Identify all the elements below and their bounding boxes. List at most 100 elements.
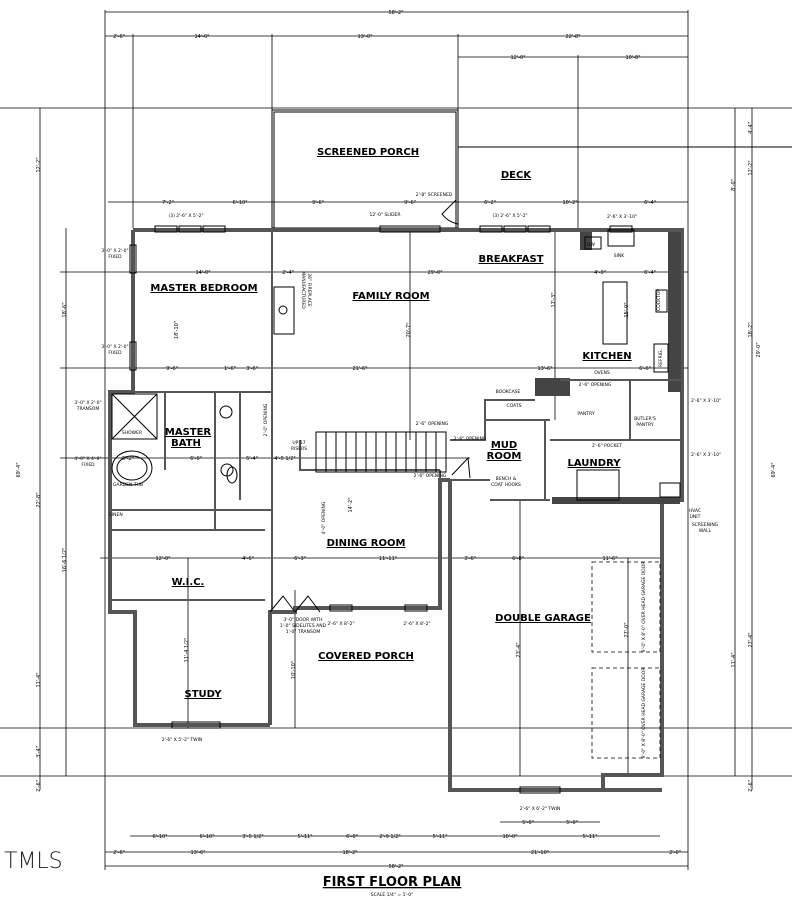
dimension-label: 18'-2" <box>748 322 754 337</box>
dimension-label: 4'-4" <box>748 122 754 134</box>
dimension-label: 2'-4" <box>282 270 294 276</box>
dimension-label: 9'-6" <box>312 200 324 206</box>
dimension-label: 10'-10" <box>291 661 297 679</box>
note: 2'-6" OPENING <box>414 473 447 479</box>
dimension-label: 10'-0" <box>502 834 517 840</box>
dimension-label: 11'-11" <box>379 556 397 562</box>
dimension-label: 5'-0" <box>522 820 534 826</box>
room-mud-room: MUD <box>491 440 517 451</box>
room-covered-porch: COVERED PORCH <box>318 651 414 662</box>
note: 9'-0" X 8'-0" OVER HEAD GARAGE DOOR <box>641 562 647 653</box>
note: RISERS <box>291 446 307 452</box>
room-master-bath: BATH <box>171 438 201 449</box>
note: GARDEN TUB <box>113 482 143 488</box>
dimension-label: 1'-6" <box>224 366 236 372</box>
note: WALL <box>699 528 712 534</box>
note: 2'-6" OPENING <box>416 421 449 427</box>
room-kitchen: KITCHEN <box>582 351 631 362</box>
note: (3) 2'-6" X 5'-2" <box>168 213 203 219</box>
note: 3'-0" X 2'-0" <box>101 344 128 350</box>
note: 3'-0" X 2'-0" <box>101 248 128 254</box>
tmls-logo: TMLS <box>4 849 63 874</box>
note: 4'-0" X 4'-0" <box>74 456 101 462</box>
room-wic: W.I.C. <box>172 577 205 588</box>
room-breakfast: BREAKFAST <box>478 254 543 265</box>
note: FIXED <box>108 254 122 260</box>
dimension-label: 13'-6" <box>190 850 205 856</box>
note: 2'-6" OPENING <box>579 382 612 388</box>
note: 2'-6" POCKET <box>592 443 622 449</box>
room-double-garage: DOUBLE GARAGE <box>495 613 591 624</box>
dimension-label: 6'-8" <box>512 556 524 562</box>
dimension-label: 11'-4" <box>731 652 737 667</box>
dimension-label: 29'-0" <box>427 270 442 276</box>
dimension-label: 18'-2" <box>342 850 357 856</box>
note: 2'-6" X 3'-10" <box>607 214 637 220</box>
dimension-label: 18'-10" <box>174 321 180 339</box>
note: 2'-6" X 3'-10" <box>691 452 721 458</box>
dimension-label: 27'-0" <box>624 622 630 637</box>
note: 2'-6" X 5'-2" TWIN <box>162 737 203 743</box>
dimension-label: 6'-2" <box>484 200 496 206</box>
note: BENCH & <box>496 476 517 482</box>
dimension-label: 5'-11" <box>582 834 597 840</box>
dimension-label: 10'-2" <box>562 200 577 206</box>
note: COOKTOP <box>656 289 662 311</box>
room-screened-porch: SCREENED PORCH <box>317 147 419 158</box>
plan-title: FIRST FLOOR PLAN <box>323 875 462 890</box>
dimension-label: 5'-11" <box>297 834 312 840</box>
note: PANTRY <box>577 411 594 417</box>
room-deck: DECK <box>501 170 532 181</box>
note: 1'-0" SIDELITES AND <box>280 623 327 629</box>
dimension-label: 27'-4" <box>748 632 754 647</box>
dimension-label: 17'-3" <box>551 292 557 307</box>
note: (3) 2'-6" X 5'-2" <box>492 213 527 219</box>
dimension-label: 69'-4" <box>771 462 777 477</box>
dimension-label: 23'-4" <box>516 642 522 657</box>
dimension-label: 58'-2" <box>388 864 403 870</box>
room-laundry: LAUNDRY <box>568 458 622 469</box>
dimension-label: 6'-10" <box>152 834 167 840</box>
note: LINEN <box>109 512 122 518</box>
note: COAT HOOKS <box>491 482 521 488</box>
dimension-label: 2'-6" <box>748 780 754 792</box>
dimension-label: 6'-6" <box>639 366 651 372</box>
note: FIXED <box>81 462 95 468</box>
dimension-label: 2'-9 1/2" <box>379 834 400 840</box>
dimension-label: 13'-6" <box>537 366 552 372</box>
dimension-label: 5'-0" <box>566 820 578 826</box>
dimension-label: 20'-7" <box>406 322 412 337</box>
dimension-label: 8'-0" <box>731 179 737 191</box>
dimension-label: 12'-0" <box>510 55 525 61</box>
dimension-label: 5'-2" <box>122 456 134 462</box>
note: COATS <box>507 403 522 409</box>
dimension-label: 9'-6" <box>166 366 178 372</box>
room-family-room: FAMILY ROOM <box>352 291 429 302</box>
dimension-label: 69'-4" <box>16 462 22 477</box>
windows <box>129 225 633 794</box>
dimension-label: 3'-5 1/2" <box>242 834 263 840</box>
dimension-label: 6'-0" <box>346 834 358 840</box>
dimension-label: 29'-0" <box>756 342 762 357</box>
note: 1'-0" TRANSOM <box>286 629 321 635</box>
dimension-label: 9'-6" <box>404 200 416 206</box>
note: DW <box>587 242 595 248</box>
dimension-label: 11'-4 1/2" <box>184 638 190 663</box>
garage-doors <box>269 456 661 759</box>
note: 3'-0" X 2'-0" <box>74 400 101 406</box>
dimension-label: 12'-2" <box>748 160 754 175</box>
note: 2'-6" X 6'-2" TWIN <box>520 806 561 812</box>
note: 2'-6" X 8'-2" <box>403 621 430 627</box>
note: SCREENING <box>692 522 719 528</box>
note: BUTLER'S <box>634 416 656 422</box>
dimension-label: 14'-0" <box>194 34 209 40</box>
dimension-label: 4'-5 1/2" <box>274 456 295 462</box>
note: BOOKCASE <box>496 389 521 395</box>
dimension-label: 3'-6" <box>246 366 258 372</box>
room-master-bath: MASTER <box>165 427 212 438</box>
note: 2'-8" SCREENED <box>416 192 453 198</box>
dimension-label: 2'-0" <box>669 850 681 856</box>
note: 12'-0" SLIDER <box>369 212 400 218</box>
room-master-bedroom: MASTER BEDROOM <box>150 283 257 294</box>
dimension-label: 2'-6" <box>36 780 42 792</box>
